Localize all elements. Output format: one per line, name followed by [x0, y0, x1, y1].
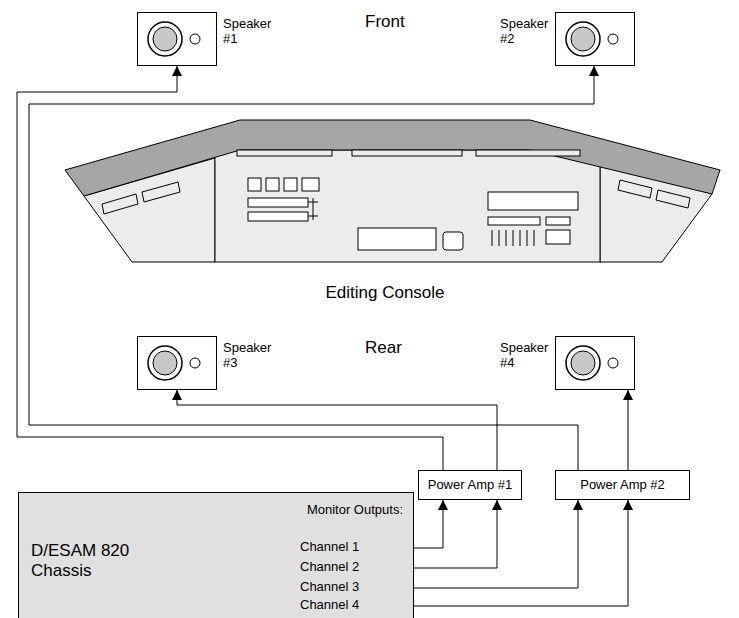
signal-name: Channel 4	[300, 598, 359, 613]
console-slot	[237, 150, 332, 156]
speaker-cone	[153, 351, 177, 375]
speaker-box: Speaker #3	[137, 336, 217, 390]
amp-box: Power Amp #1	[418, 470, 522, 500]
speaker-icon	[555, 12, 635, 66]
panel-tick	[308, 198, 318, 220]
signal-wire	[414, 500, 443, 548]
speaker-icon	[137, 12, 217, 66]
console-slot	[352, 150, 462, 156]
speaker-box: Speaker #1	[137, 12, 217, 66]
speaker-rim	[148, 22, 182, 56]
console-slot	[476, 150, 580, 156]
speaker-box: Speaker #2	[555, 12, 635, 66]
speaker-label: Speaker #4	[500, 341, 552, 371]
panel-display	[358, 228, 436, 250]
signal-wire	[414, 500, 578, 588]
speaker-box: Speaker #4	[555, 336, 635, 390]
signal-wire	[29, 66, 594, 470]
area-label: Front	[365, 12, 405, 32]
panel-knob	[443, 232, 463, 250]
panel-bar	[248, 198, 308, 207]
signal-name: Channel 2	[300, 560, 359, 575]
signal-wire	[177, 390, 497, 470]
speaker-label: Speaker #1	[223, 17, 275, 47]
speaker-tweeter	[608, 358, 618, 368]
panel-key	[266, 178, 279, 191]
signal-name: Channel 1	[300, 540, 359, 555]
panel-key	[302, 178, 319, 191]
speaker-tweeter	[190, 358, 200, 368]
speaker-icon	[555, 336, 635, 390]
wing-pad	[102, 194, 138, 214]
speaker-cone	[153, 27, 177, 51]
panel-bar	[488, 217, 540, 225]
speaker-label: Speaker #2	[500, 17, 552, 47]
panel-block	[488, 192, 578, 210]
console-body	[215, 150, 600, 262]
console-label: Editing Console	[325, 283, 444, 303]
speaker-icon	[137, 336, 217, 390]
signal-wire	[628, 390, 629, 470]
speaker-rim	[566, 22, 600, 56]
panel-key	[248, 178, 261, 191]
speaker-rim	[148, 346, 182, 380]
wing-pad	[618, 180, 652, 198]
amp-label: Power Amp #2	[580, 478, 665, 493]
speaker-rim	[566, 346, 600, 380]
signal-wire	[414, 500, 628, 606]
amp-box: Power Amp #2	[555, 470, 690, 500]
area-label: Rear	[365, 338, 402, 358]
panel-block	[546, 230, 570, 244]
panel-bar	[546, 217, 570, 225]
signal-name: Channel 3	[300, 580, 359, 595]
signal-wire	[414, 500, 497, 568]
speaker-tweeter	[190, 34, 200, 44]
speaker-cone	[571, 27, 595, 51]
speaker-cone	[571, 351, 595, 375]
amp-label: Power Amp #1	[428, 478, 513, 493]
speaker-label: Speaker #3	[223, 341, 275, 371]
speaker-tweeter	[608, 34, 618, 44]
chassis-heading: Monitor Outputs:	[307, 503, 403, 518]
signal-wire	[17, 66, 443, 470]
panel-key	[284, 178, 297, 191]
chassis-name: D/ESAM 820 Chassis	[31, 541, 149, 580]
fader-lines	[492, 230, 534, 246]
wing-pad	[656, 190, 690, 208]
panel-bar	[248, 212, 308, 221]
wing-pad	[142, 182, 180, 202]
